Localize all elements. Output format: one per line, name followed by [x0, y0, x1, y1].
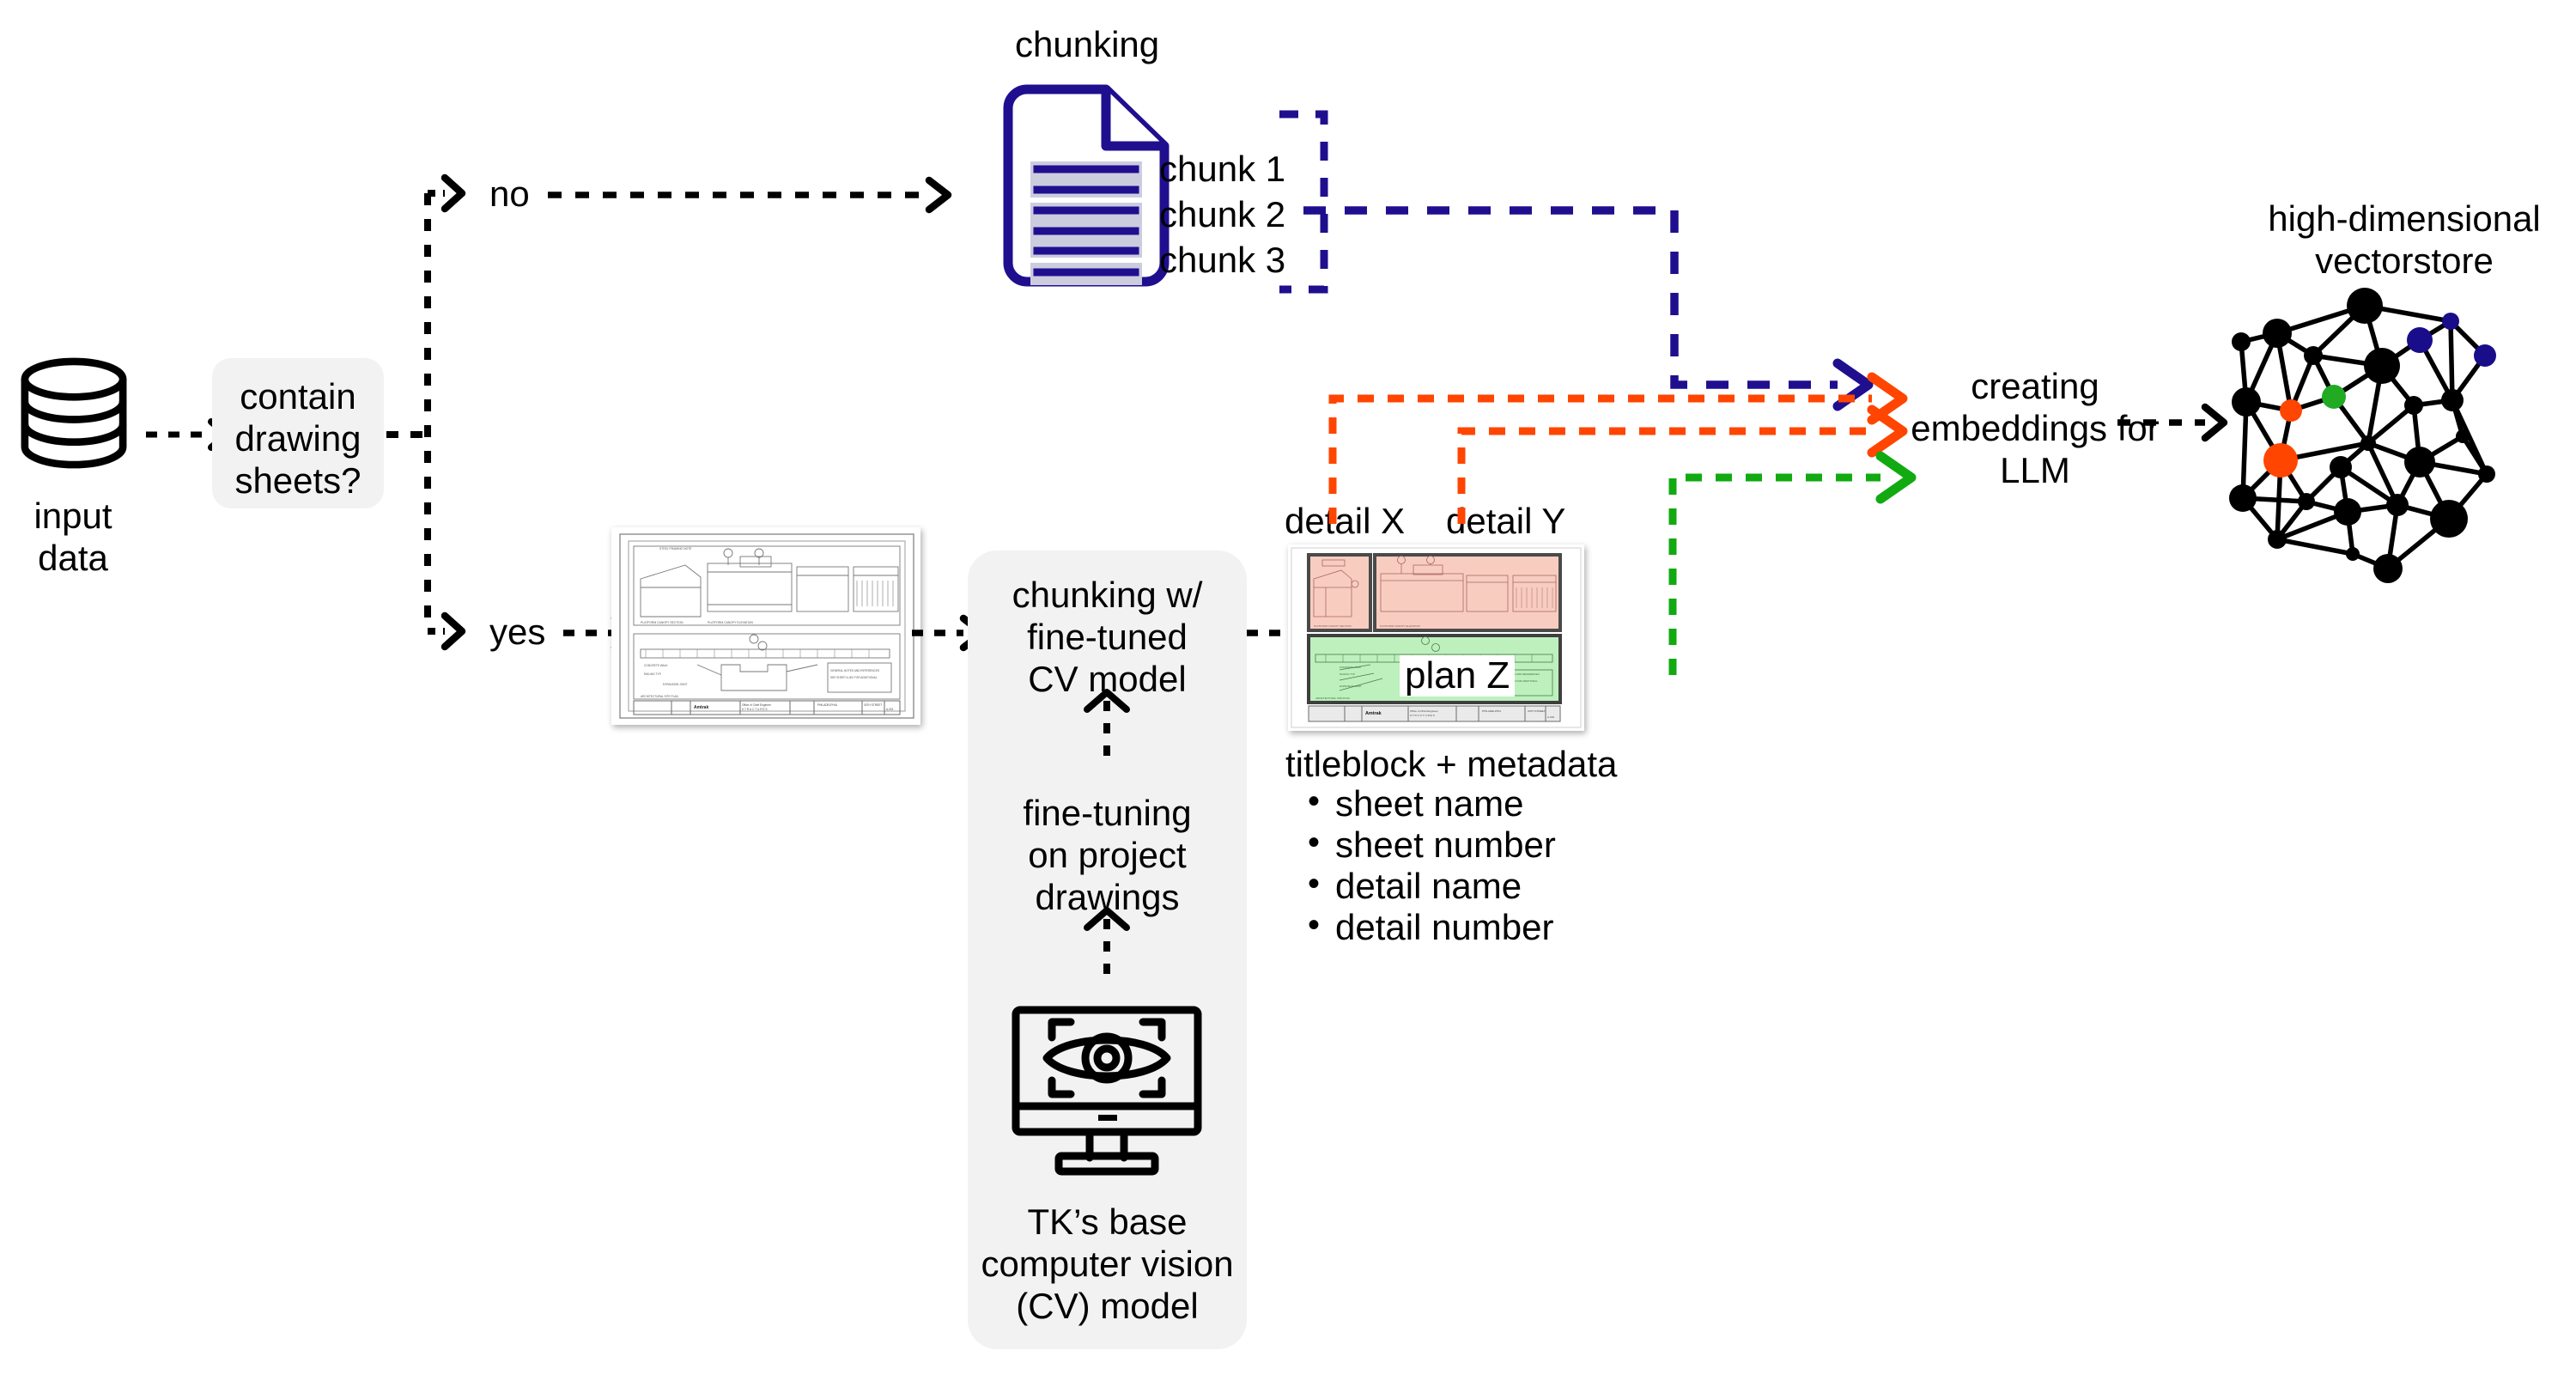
- cv-step3-line1: TK’s base: [1027, 1201, 1188, 1242]
- orange-node: [2263, 443, 2298, 478]
- drawing-sheet-icon: PLATFORM CANOPY SECTION PLATFORM CANOPY …: [611, 527, 920, 725]
- chunk-label-2: chunk 2: [1159, 194, 1286, 234]
- cv-step1-line1: chunking w/: [1012, 575, 1203, 615]
- svg-text:30TH STREET: 30TH STREET: [1528, 709, 1546, 713]
- cv-step3-line3: (CV) model: [1016, 1286, 1199, 1327]
- embeddings-line3: LLM: [2000, 450, 2070, 491]
- svg-text:GENERAL NOTES AND REFERENCES: GENERAL NOTES AND REFERENCES: [1495, 672, 1540, 676]
- metadata-item: sheet name: [1308, 782, 1704, 824]
- network-graph-icon: [2229, 288, 2496, 583]
- drawing-sheet-thumbnail[interactable]: PLATFORM CANOPY SECTION PLATFORM CANOPY …: [611, 527, 920, 725]
- svg-text:ARCHITECTURAL SITE PLAN: ARCHITECTURAL SITE PLAN: [641, 695, 679, 698]
- svg-text:Office of Chief Engineer: Office of Chief Engineer: [1410, 709, 1438, 713]
- annotated-sheet-thumbnail[interactable]: PLATFORM CANOPY SECTION PLATFORM CANOPY …: [1288, 544, 1584, 731]
- svg-text:30TH STREET: 30TH STREET: [864, 703, 882, 707]
- svg-text:RAILING TYP.: RAILING TYP.: [644, 672, 661, 676]
- svg-text:RAILING TYP.: RAILING TYP.: [1340, 672, 1356, 676]
- metadata-list: sheet name sheet number detail name deta…: [1285, 782, 1704, 948]
- input-data-label-line1: input: [33, 496, 112, 536]
- svg-text:S T R U C T U R E S: S T R U C T U R E S: [742, 708, 768, 711]
- decision-line2: drawing: [234, 418, 361, 459]
- detail-x-label: detail X: [1285, 501, 1406, 541]
- cv-step3-line2: computer vision: [981, 1244, 1234, 1285]
- vectorstore-title-line1: high-dimensional: [2268, 198, 2541, 239]
- route-orange-detail-y: [1457, 405, 1908, 524]
- svg-text:CONCRETE WALK: CONCRETE WALK: [644, 664, 669, 667]
- chunking-title: chunking: [1015, 24, 1160, 64]
- svg-text:ARCHITECTURAL SITE PLAN: ARCHITECTURAL SITE PLAN: [1315, 697, 1350, 700]
- decision-panel[interactable]: contain drawing sheets?: [212, 358, 384, 508]
- arrow-up-icon: [1084, 689, 1130, 757]
- decision-label: contain drawing sheets?: [212, 375, 384, 502]
- vectorstore-title-line2: vectorstore: [2315, 240, 2494, 282]
- branch-router: [386, 173, 466, 651]
- input-data-label-line2: data: [38, 538, 108, 579]
- input-data-node: [15, 357, 132, 529]
- detail-y-label: detail Y: [1446, 501, 1566, 541]
- green-node: [2322, 385, 2346, 409]
- svg-text:Amtrak: Amtrak: [1365, 711, 1382, 716]
- arrow-embeddings-to-vectorstore: [2117, 403, 2228, 442]
- embeddings-label: creating embeddings for LLM: [1902, 365, 2168, 491]
- cv-step1-line2: fine-tuned: [1027, 617, 1188, 658]
- cv-step-finetuning-label: fine-tuning on project drawings: [968, 792, 1247, 918]
- metadata-item: detail name: [1308, 865, 1704, 907]
- cv-step2-line1: fine-tuning: [1023, 793, 1192, 833]
- svg-text:EXPANSION JOINT: EXPANSION JOINT: [663, 683, 688, 686]
- embeddings-line2: embeddings for: [1911, 408, 2160, 449]
- branch-label-yes: yes: [489, 611, 546, 652]
- vectorstore-title: high-dimensional vectorstore: [2224, 198, 2576, 282]
- svg-text:Office of Chief Engineer: Office of Chief Engineer: [742, 703, 772, 707]
- cv-step-chunking-label: chunking w/ fine-tuned CV model: [968, 574, 1247, 700]
- svg-text:PHILADELPHIA: PHILADELPHIA: [1482, 709, 1502, 713]
- input-data-label: input data: [0, 495, 146, 579]
- svg-text:PLATFORM CANOPY SECTION: PLATFORM CANOPY SECTION: [641, 621, 683, 624]
- svg-text:S T R U C T U R E S: S T R U C T U R E S: [1410, 714, 1435, 717]
- svg-text:SEE SHEET A-002 FOR ADDITIONAL: SEE SHEET A-002 FOR ADDITIONAL: [830, 676, 878, 679]
- arrow-no-to-chunking: [548, 176, 952, 214]
- chunk-label-3: chunk 3: [1159, 240, 1286, 280]
- monitor-eye-icon: [1012, 1006, 1202, 1176]
- svg-text:Amtrak: Amtrak: [694, 705, 708, 710]
- svg-text:SEE SHEET A-002 FOR ADDITIONAL: SEE SHEET A-002 FOR ADDITIONAL: [1495, 679, 1538, 683]
- arrow-up-icon-2: [1084, 907, 1130, 986]
- decision-line1: contain: [240, 376, 356, 417]
- decision-line3: sheets?: [234, 460, 361, 502]
- svg-text:STEEL FRAMING NOTE: STEEL FRAMING NOTE: [659, 547, 692, 551]
- svg-text:PHILADELPHIA: PHILADELPHIA: [817, 703, 838, 707]
- svg-text:EXPANSION JOINT: EXPANSION JOINT: [1340, 684, 1362, 688]
- svg-text:A-001: A-001: [1547, 715, 1555, 719]
- chunk-label-1: chunk 1: [1159, 149, 1286, 189]
- branch-label-no: no: [489, 173, 530, 214]
- svg-text:PLATFORM CANOPY ELEVATION: PLATFORM CANOPY ELEVATION: [708, 621, 753, 624]
- svg-text:PLATFORM CANOPY ELEVATION: PLATFORM CANOPY ELEVATION: [1380, 624, 1420, 628]
- titleblock-caption: titleblock + metadata: [1285, 744, 1618, 784]
- cv-base-model-label: TK’s base computer vision (CV) model: [959, 1201, 1255, 1327]
- document-icon: [1003, 84, 1170, 287]
- plan-z-label: plan Z: [1400, 655, 1516, 697]
- route-green-plan-z: [1668, 451, 1917, 675]
- metadata-item: sheet number: [1308, 824, 1704, 866]
- navy-node: [2442, 313, 2459, 330]
- cv-step2-line2: on project: [1028, 835, 1187, 876]
- database-icon: [21, 357, 127, 469]
- embeddings-line1: creating: [1971, 366, 2099, 406]
- svg-text:CONCRETE WALK: CONCRETE WALK: [1340, 666, 1361, 669]
- annotated-drawing-sheet-icon: PLATFORM CANOPY SECTION PLATFORM CANOPY …: [1288, 544, 1584, 731]
- metadata-item: detail number: [1308, 906, 1704, 948]
- svg-text:GENERAL NOTES AND REFERENCES: GENERAL NOTES AND REFERENCES: [830, 669, 879, 672]
- svg-text:PLATFORM CANOPY SECTION: PLATFORM CANOPY SECTION: [1314, 624, 1352, 628]
- navy-node: [2407, 327, 2433, 353]
- orange-node: [2280, 399, 2302, 422]
- svg-text:A-001: A-001: [886, 708, 894, 711]
- navy-node: [2474, 344, 2496, 367]
